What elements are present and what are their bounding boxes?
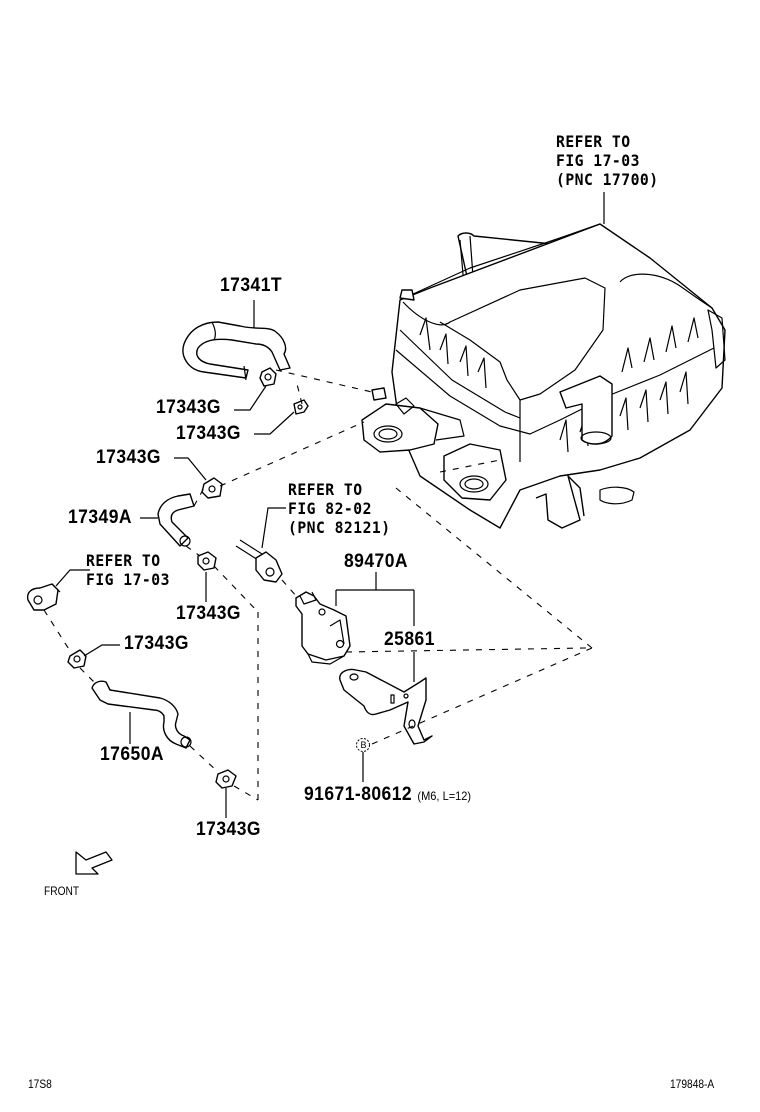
reference-line: (PNC 82121) [288, 518, 391, 537]
bolt-part-number: 91671-80612 [304, 784, 413, 805]
bolt-marker-letter: B [360, 740, 367, 750]
left-fitting-reference[interactable]: REFER TO FIG 17-03 [86, 551, 170, 589]
clip-17343G-4[interactable] [197, 551, 217, 571]
front-arrow-icon [75, 851, 113, 875]
assembly-lines [43, 369, 593, 801]
reference-line: REFER TO [86, 551, 161, 570]
part-label-hose-upper[interactable]: 17341T [220, 275, 283, 296]
vacuum-port [371, 387, 387, 401]
left-fitting[interactable] [26, 583, 61, 611]
part-label-bolt[interactable]: 91671-80612 (M6, L=12) [304, 785, 471, 806]
bolt-spec: (M6, L=12) [417, 789, 472, 803]
part-label-clip[interactable]: 17343G [156, 397, 221, 418]
part-label-clip[interactable]: 17343G [176, 423, 241, 444]
part-label-hose-elbow[interactable]: 17349A [68, 507, 132, 528]
footer-right-code: 179848-A [670, 1077, 715, 1091]
reference-line: FIG 17-03 [556, 151, 640, 170]
footer-left-code: 17S8 [28, 1077, 52, 1091]
hose-lower-17650A[interactable] [91, 680, 192, 749]
front-label: FRONT [44, 884, 80, 898]
hose-upper-body [182, 321, 291, 379]
front-mount [443, 443, 507, 501]
part-label-clip[interactable]: 17343G [96, 447, 161, 468]
air-cleaner-reference[interactable]: REFER TO FIG 17-03 (PNC 17700) [556, 132, 659, 189]
bracket-25861[interactable] [339, 668, 433, 745]
part-label-clip[interactable]: 17343G [176, 603, 241, 624]
part-label-clip[interactable]: 17343G [196, 819, 261, 840]
bracket-body [339, 668, 433, 745]
hose-lower-body [91, 680, 191, 749]
clip-17343G-5[interactable] [67, 649, 87, 669]
reference-line: REFER TO [288, 480, 363, 499]
part-label-sensor[interactable]: 89470A [344, 551, 408, 572]
wire-connector[interactable] [235, 539, 283, 583]
part-label-bracket[interactable]: 25861 [384, 629, 435, 650]
reference-line: FIG 82-02 [288, 499, 372, 518]
sensor-89470A[interactable] [295, 591, 351, 665]
connector-reference[interactable]: REFER TO FIG 82-02 (PNC 82121) [288, 480, 391, 537]
air-cleaner-assembly[interactable] [361, 192, 726, 529]
hose-elbow-17349A[interactable] [157, 493, 195, 547]
air-cleaner-case [391, 223, 726, 529]
leader-lines [55, 385, 415, 818]
clip-17343G-3[interactable] [201, 477, 223, 499]
hose-upper-17341T[interactable] [182, 300, 291, 381]
hose-elbow-body [157, 493, 195, 547]
clip-17343G-6[interactable] [215, 769, 237, 789]
sensor-body [295, 591, 351, 661]
part-label-hose-lower[interactable]: 17650A [100, 744, 164, 765]
reference-line: REFER TO [556, 132, 631, 151]
clip-17343G-2[interactable] [293, 399, 309, 415]
reference-line: (PNC 17700) [556, 170, 659, 189]
reference-line: FIG 17-03 [86, 570, 170, 589]
clip-17343G-1[interactable] [259, 367, 277, 387]
bolt-marker[interactable] [356, 738, 370, 783]
part-label-clip[interactable]: 17343G [124, 633, 189, 654]
